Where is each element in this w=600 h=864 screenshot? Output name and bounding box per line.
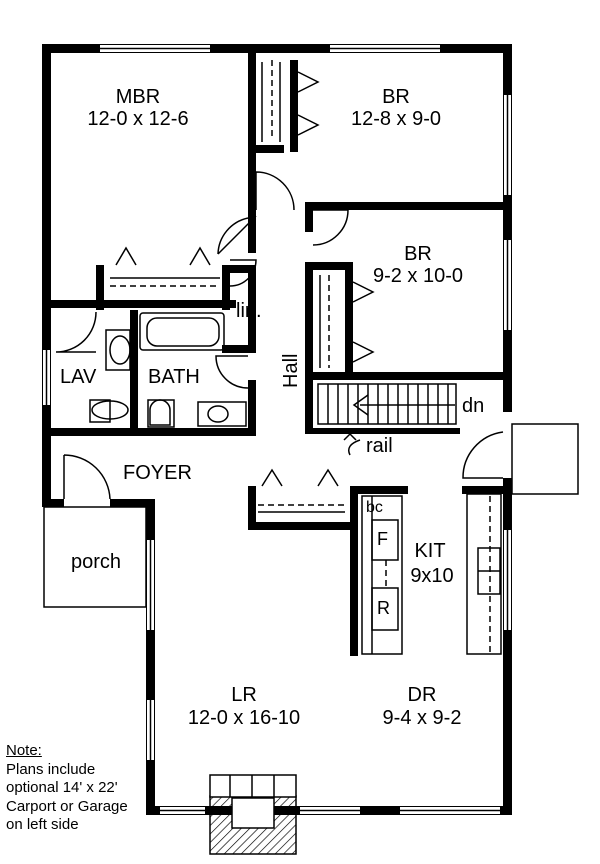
bath-label: BATH xyxy=(148,366,200,388)
lr-name: LR xyxy=(231,684,257,706)
lr-dims: 12-0 x 16-10 xyxy=(188,707,300,729)
note-line: on left side xyxy=(6,816,79,833)
br1-dims: 12-8 x 9-0 xyxy=(351,108,441,130)
kit-dims: 9x10 xyxy=(410,565,453,587)
mbr-dims: 12-0 x 12-6 xyxy=(87,108,188,130)
bath-fixtures xyxy=(89,312,247,428)
foyer-label: FOYER xyxy=(123,462,192,484)
br2-name: BR xyxy=(404,243,432,265)
note-line: Carport or Garage xyxy=(6,797,128,815)
porch xyxy=(43,506,147,608)
dr-dims: 9-4 x 9-2 xyxy=(383,707,462,729)
doors xyxy=(55,171,504,500)
note-heading: Note: xyxy=(6,742,42,759)
br2-dims: 9-2 x 10-0 xyxy=(373,265,463,287)
mbr-name: MBR xyxy=(116,86,160,108)
dr-name: DR xyxy=(408,684,437,706)
plan-note: Note: Plans include optional 14' x 22' C… xyxy=(6,742,128,835)
lin-label: lin. xyxy=(236,300,262,322)
lav-label: LAV xyxy=(60,366,97,388)
kit-name: KIT xyxy=(414,540,445,562)
rail-label: rail xyxy=(366,435,393,457)
windows xyxy=(43,45,511,814)
stairs-dn-label: dn xyxy=(462,395,484,417)
hall-label: Hall xyxy=(280,354,302,388)
kitchen-fixtures xyxy=(361,493,502,655)
range-label: R xyxy=(377,598,390,618)
bc-label: bc xyxy=(366,499,383,516)
note-line: optional 14' x 22' xyxy=(6,779,118,796)
porch-label: porch xyxy=(71,551,121,573)
room-labels: MBR 12-0 x 12-6 BR 12-8 x 9-0 BR 9-2 x 1… xyxy=(60,86,484,729)
side-stoop xyxy=(511,423,579,495)
closets xyxy=(110,60,375,513)
fridge-label: F xyxy=(377,529,388,549)
br1-name: BR xyxy=(382,86,410,108)
note-line: Plans include xyxy=(6,760,96,778)
stairs xyxy=(317,383,457,456)
interior-walls xyxy=(51,53,503,656)
fireplace xyxy=(209,774,297,855)
